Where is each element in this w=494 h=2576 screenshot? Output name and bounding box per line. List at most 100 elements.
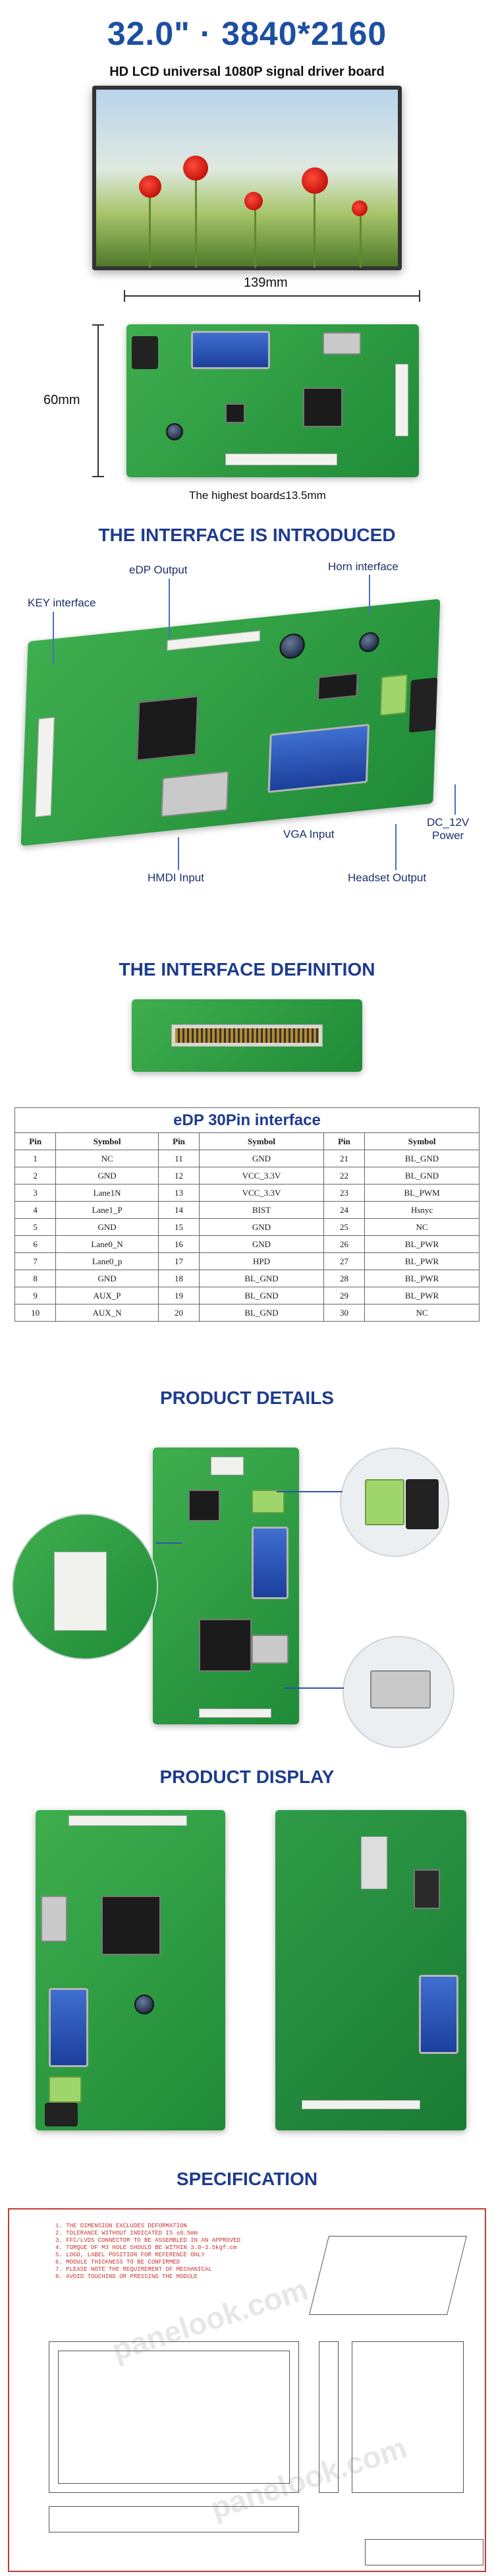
pin-table-cell: AUX_N — [55, 1304, 159, 1322]
pin-table-cell: BL_PWM — [364, 1184, 480, 1202]
pin-table-cell: GND — [199, 1235, 324, 1253]
headset-output-label: Headset Output — [348, 871, 427, 884]
pin-table-cell: 4 — [14, 1201, 57, 1219]
pin-table-cell: BIST — [199, 1201, 324, 1219]
pin-table-cell: VCC_3.3V — [199, 1167, 324, 1185]
pin-table-cell: 10 — [14, 1304, 57, 1322]
pin-table-cell: 17 — [157, 1252, 200, 1270]
pin-table-cell: 20 — [157, 1304, 200, 1322]
header-cell: Symbol — [55, 1132, 159, 1150]
pin-table-cell: 7 — [14, 1252, 57, 1270]
pin-table-cell: 18 — [157, 1270, 200, 1287]
pin-table-cell: GND — [199, 1150, 324, 1167]
pin-table-cell: 28 — [323, 1270, 366, 1287]
pin-table-title: eDP 30Pin interface — [14, 1107, 480, 1132]
edp-connector-closeup — [132, 999, 362, 1072]
pin-table-cell: 26 — [323, 1235, 366, 1253]
vga-input-label: VGA Input — [283, 828, 335, 840]
hdmi-input-label: HMDI Input — [148, 871, 204, 884]
pin-table-cell: 2 — [14, 1167, 57, 1185]
pin-table-cell: BL_PWR — [364, 1270, 480, 1287]
lcd-panel-image — [92, 86, 402, 270]
details-section-title: PRODUCT DETAILS — [160, 1388, 334, 1408]
pin-table-cell: 14 — [157, 1201, 200, 1219]
header-cell: Pin — [14, 1132, 57, 1150]
pin-table-cell: 6 — [14, 1235, 57, 1253]
interface-section-title: THE INTERFACE IS INTRODUCED — [98, 525, 396, 545]
pin-table-cell: BL_GND — [364, 1150, 480, 1167]
headset-jack-zoom-circle — [340, 1448, 449, 1557]
pin-table-cell: 22 — [323, 1167, 366, 1185]
header-cell: Pin — [157, 1132, 200, 1150]
pin-table-header: Pin Symbol Pin Symbol Pin Symbol — [14, 1132, 480, 1150]
driver-board-top-view — [126, 324, 419, 477]
height-dimension: 60mm — [43, 393, 80, 407]
header-cell: Symbol — [199, 1132, 324, 1150]
pin-table-cell: 30 — [323, 1304, 366, 1322]
connector-zoom-circle — [12, 1513, 158, 1660]
pin-table-cell: 29 — [323, 1287, 366, 1304]
page-title: 32.0" · 3840*2160 — [107, 15, 387, 52]
pin-table-cell: AUX_P — [55, 1287, 159, 1304]
pin-table-cell: NC — [55, 1150, 159, 1167]
pin-table-cell: BL_GND — [199, 1287, 324, 1304]
hdmi-zoom-circle — [343, 1636, 454, 1748]
height-dimension-line — [97, 324, 99, 477]
board-height-note: The highest board≤13.5mm — [189, 489, 326, 502]
pin-table-cell: VCC_3.3V — [199, 1184, 324, 1202]
pin-table-cell: BL_GND — [364, 1167, 480, 1185]
pin-table-cell: BL_GND — [199, 1304, 324, 1322]
pin-table-cell: GND — [199, 1218, 324, 1236]
pin-table-cell: 11 — [157, 1150, 200, 1167]
edp-output-label: eDP Output — [129, 564, 188, 576]
pin-table-cell: 25 — [323, 1218, 366, 1236]
pin-table-cell: 12 — [157, 1167, 200, 1185]
board-front-photo — [36, 1810, 225, 2130]
width-dimension-line — [124, 295, 420, 297]
pin-table-cell: 13 — [157, 1184, 200, 1202]
pin-table-cell: HPD — [199, 1252, 324, 1270]
pin-table-cell: Hsnyc — [364, 1201, 480, 1219]
pin-table-cell: BL_PWR — [364, 1235, 480, 1253]
pin-table-cell: Lane0_N — [55, 1235, 159, 1253]
pin-table-cell: 5 — [14, 1218, 57, 1236]
display-section-title: PRODUCT DISPLAY — [159, 1767, 335, 1787]
pin-table-cell: BL_PWR — [364, 1252, 480, 1270]
pin-table-cell: 19 — [157, 1287, 200, 1304]
pin-table-cell: 8 — [14, 1270, 57, 1287]
key-interface-label: KEY interface — [28, 597, 96, 609]
pin-table-cell: Lane1N — [55, 1184, 159, 1202]
driver-board-vertical-view — [153, 1448, 299, 1724]
pin-table-cell: GND — [55, 1270, 159, 1287]
pin-table-cell: GND — [55, 1167, 159, 1185]
definition-section-title: THE INTERFACE DEFINITION — [119, 959, 375, 980]
horn-interface-label: Horn interface — [328, 560, 398, 573]
pin-table-cell: 1 — [14, 1150, 57, 1167]
pin-table-cell: GND — [55, 1218, 159, 1236]
spec-section-title: SPECIFICATION — [176, 2169, 318, 2189]
pin-table-cell: 15 — [157, 1218, 200, 1236]
pin-table-cell: BL_GND — [199, 1270, 324, 1287]
pin-table-cell: BL_PWR — [364, 1287, 480, 1304]
pin-table-cell: Lane1_P — [55, 1201, 159, 1219]
pin-table-cell: 23 — [323, 1184, 366, 1202]
pin-table-cell: 16 — [157, 1235, 200, 1253]
pin-table-cell: NC — [364, 1218, 480, 1236]
pin-table-cell: Lane0_p — [55, 1252, 159, 1270]
header-cell: Pin — [323, 1132, 366, 1150]
width-dimension: 139mm — [244, 276, 288, 290]
pin-table-cell: 3 — [14, 1184, 57, 1202]
pin-table-cell: NC — [364, 1304, 480, 1322]
pin-table-cell: 27 — [323, 1252, 366, 1270]
